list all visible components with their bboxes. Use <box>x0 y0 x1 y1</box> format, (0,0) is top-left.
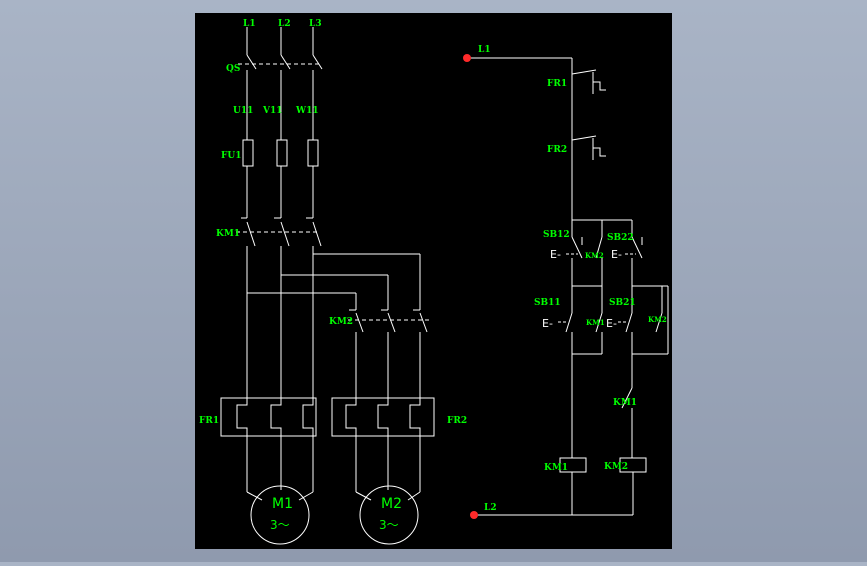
fu1-fuse-symbols <box>242 139 319 218</box>
label-sb11: SB11 <box>534 298 561 308</box>
label-fr1-main: FR1 <box>199 416 219 426</box>
label-l1: L1 <box>243 19 256 29</box>
label-sb21: SB21 <box>609 298 636 308</box>
label-control-l1: L1 <box>478 45 491 55</box>
label-button-e-sb21: E- <box>606 317 617 330</box>
label-w11: W11 <box>295 106 319 116</box>
label-l2: L2 <box>278 19 291 29</box>
fr1-thermal-element <box>220 397 317 492</box>
label-km1-main: KM1 <box>216 229 240 239</box>
control-supply-wires <box>467 57 633 516</box>
fr2-thermal-element <box>331 397 435 492</box>
coil-return-wires <box>571 472 634 515</box>
label-km1-seq: KM1 <box>613 398 637 408</box>
label-qs: QS <box>226 64 240 74</box>
motor-m2-phase: 3～ <box>379 518 399 532</box>
motor-m2-label: M2 <box>381 496 402 512</box>
fr1-nc-contact <box>571 69 606 140</box>
label-u11: U11 <box>233 106 253 116</box>
label-v11: V11 <box>262 106 283 116</box>
label-control-l2: L2 <box>484 503 497 513</box>
label-button-e-sb12: E- <box>550 248 561 261</box>
km2-branch-wires <box>247 253 421 310</box>
fr2-nc-contact <box>571 135 606 220</box>
motor-m1-phase: 3～ <box>270 518 290 532</box>
label-button-e-sb22: E- <box>611 248 622 261</box>
label-l3: L3 <box>309 19 322 29</box>
km1-main-contacts <box>236 217 322 398</box>
label-km2-interlock-b: KM2 <box>648 315 667 324</box>
label-km2-coil: KM2 <box>604 462 628 472</box>
label-fr2-main: FR2 <box>447 416 467 426</box>
label-fu1: FU1 <box>221 151 242 161</box>
drawing-canvas <box>195 13 672 549</box>
terminal-l1-dot[interactable] <box>463 54 471 62</box>
label-sb22: SB22 <box>607 233 634 243</box>
motor-m2-symbol <box>359 485 419 545</box>
motor-m1-label: M1 <box>272 496 293 512</box>
start-button-row <box>558 286 668 458</box>
label-sb12: SB12 <box>543 230 570 240</box>
km2-main-contacts <box>348 309 430 398</box>
label-km2-interlock-a: KM2 <box>585 251 604 260</box>
label-km1-coil: KM1 <box>544 463 568 473</box>
label-km2-main: KM2 <box>329 317 353 327</box>
motor-m1-symbol <box>250 485 310 545</box>
stop-button-row <box>566 219 669 354</box>
label-fr1-control: FR1 <box>547 79 567 89</box>
km1-coil-symbol <box>559 457 587 473</box>
motor-wires <box>246 491 421 501</box>
qs-switch-symbol <box>238 54 323 140</box>
label-button-e-sb11: E- <box>542 317 553 330</box>
terminal-l2-dot[interactable] <box>470 511 478 519</box>
label-km1-hold: KM1 <box>586 318 605 327</box>
supply-wires <box>246 27 314 55</box>
label-fr2-control: FR2 <box>547 145 567 155</box>
